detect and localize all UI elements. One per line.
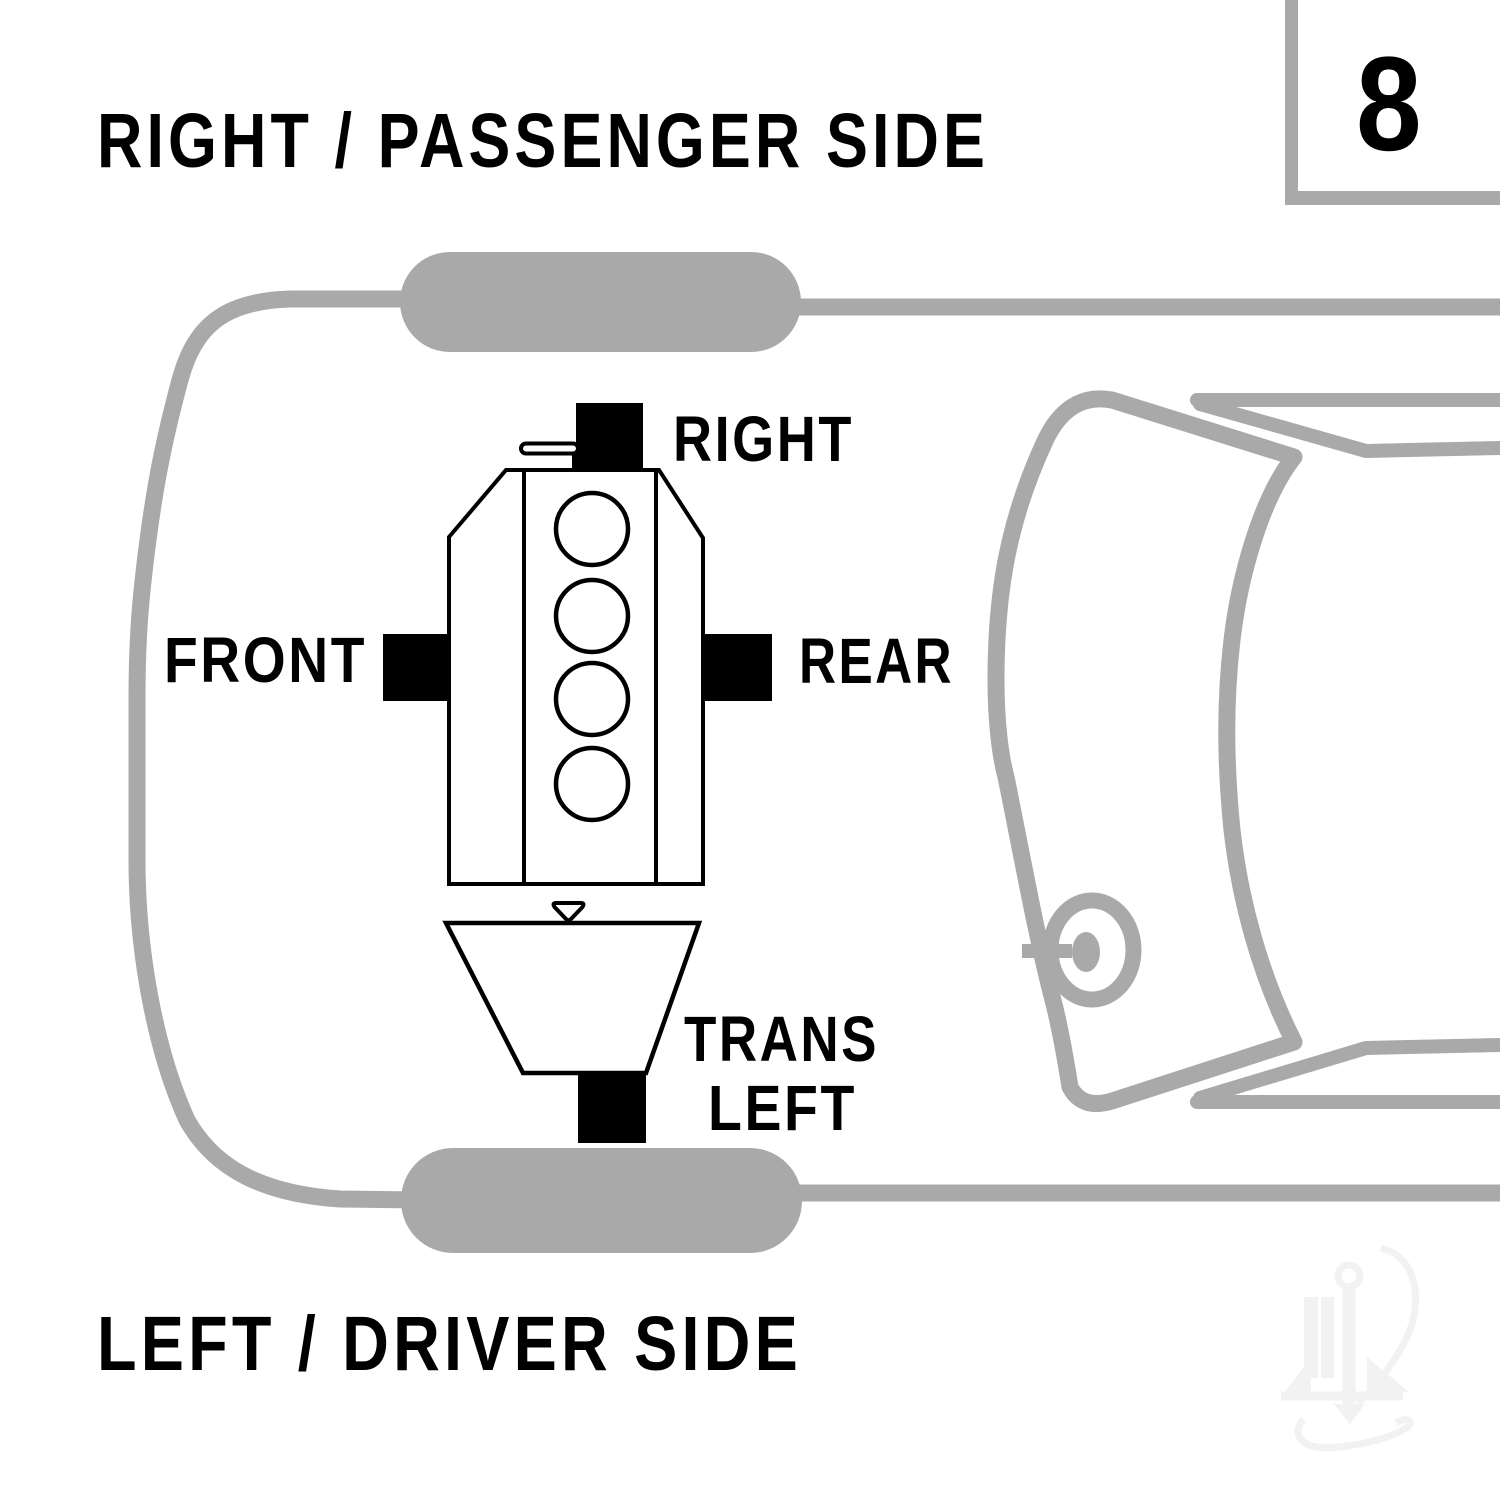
- svg-text:TRANS: TRANS: [684, 1003, 879, 1075]
- svg-text:LEFT: LEFT: [708, 1072, 857, 1144]
- svg-text:LEFT / DRIVER SIDE: LEFT / DRIVER SIDE: [97, 1301, 802, 1387]
- svg-text:8: 8: [1356, 30, 1426, 179]
- svg-text:RIGHT / PASSENGER SIDE: RIGHT / PASSENGER SIDE: [97, 98, 989, 184]
- svg-text:FRONT: FRONT: [164, 624, 367, 696]
- svg-text:RIGHT: RIGHT: [673, 403, 854, 475]
- svg-text:REAR: REAR: [799, 625, 954, 697]
